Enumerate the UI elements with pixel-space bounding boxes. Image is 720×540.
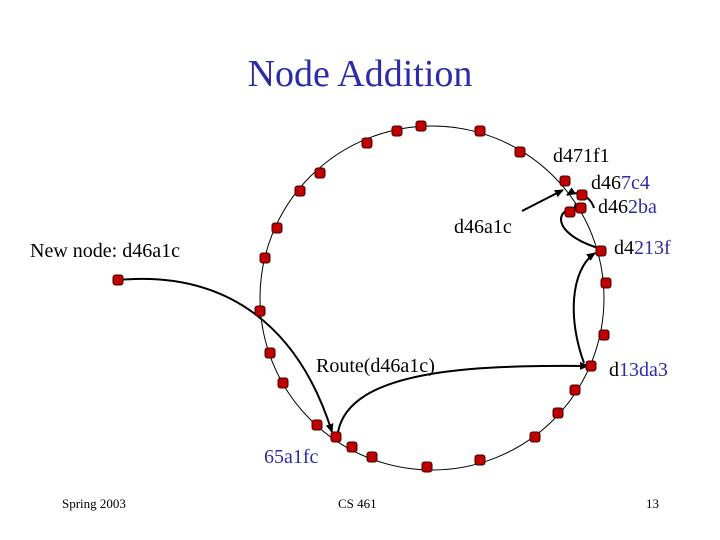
node-label-d467c4: d467c4 bbox=[591, 172, 650, 194]
ring-node-marker bbox=[474, 454, 486, 466]
ring-node-marker bbox=[474, 125, 486, 137]
join-arrow-d46a1c bbox=[521, 189, 564, 212]
ring-node-marker bbox=[514, 146, 526, 158]
footer-left: Spring 2003 bbox=[62, 496, 126, 511]
ring-node-marker bbox=[314, 167, 326, 179]
route-arrow-65a1fc-to-d13da3 bbox=[337, 361, 589, 433]
ring-node-marker bbox=[559, 175, 571, 187]
node-label-d462ba: d462ba bbox=[598, 196, 657, 218]
ring-node-marker bbox=[595, 245, 607, 257]
ring-node-marker bbox=[259, 252, 271, 264]
ring-node-marker bbox=[311, 419, 323, 431]
ring-node-marker bbox=[421, 461, 433, 473]
new-node-label: New node: d46a1c bbox=[30, 240, 180, 262]
ring-node-marker bbox=[598, 329, 610, 341]
ring-node-marker bbox=[391, 125, 403, 137]
node-label-d4213f: d4213f bbox=[614, 237, 671, 259]
ring-node-marker bbox=[576, 189, 588, 201]
footer-center: CS 461 bbox=[338, 496, 377, 511]
route-arrow-new-to-65a1fc bbox=[117, 277, 334, 433]
ring-node-marker bbox=[564, 206, 576, 218]
ring-node-marker bbox=[271, 222, 283, 234]
node-label-d471f1: d471f1 bbox=[553, 145, 610, 167]
join-key-label: d46a1c bbox=[454, 216, 512, 238]
ring-node-marker bbox=[585, 360, 597, 372]
footer-page-number: 13 bbox=[646, 496, 659, 511]
ring-node-marker bbox=[254, 305, 266, 317]
ring-node-marker bbox=[415, 120, 427, 132]
ring-node-marker bbox=[361, 137, 373, 149]
ring-node-marker bbox=[277, 377, 289, 389]
node-label-65a1fc: 65a1fc bbox=[264, 446, 319, 468]
ring-node-marker bbox=[569, 384, 581, 396]
ring-node-marker bbox=[330, 431, 342, 443]
ring-node-marker bbox=[264, 347, 276, 359]
ring-node-marker bbox=[366, 451, 378, 463]
new-node-marker bbox=[112, 274, 124, 286]
ring-node-marker bbox=[294, 185, 306, 197]
ring-circle bbox=[259, 125, 605, 471]
route-label: Route(d46a1c) bbox=[316, 355, 435, 377]
ring-node-marker bbox=[552, 407, 564, 419]
ring-node-marker bbox=[529, 431, 541, 443]
ring-node-marker bbox=[600, 277, 612, 289]
ring-node-marker bbox=[346, 441, 358, 453]
node-label-d13da3: d13da3 bbox=[609, 359, 668, 381]
slide-title: Node Addition bbox=[247, 53, 473, 95]
ring-node-marker bbox=[575, 202, 587, 214]
route-arrow-d13da3-to-d4213f bbox=[572, 252, 596, 364]
